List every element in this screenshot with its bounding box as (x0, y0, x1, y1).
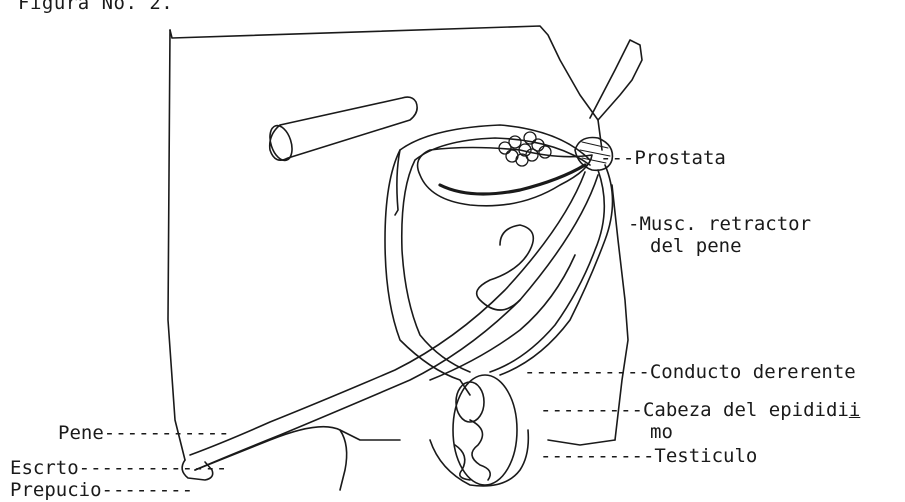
label-testiculo: ----------Testiculo (540, 446, 757, 466)
epididymis-head (456, 382, 484, 422)
label-pene: Pene----------- (58, 423, 230, 443)
label-cabeza-epididimo-2: mo (650, 422, 673, 442)
retractor-muscle (500, 165, 613, 375)
bladder (418, 148, 592, 206)
label-cabeza-epididimo-1: ---------Cabeza del epididii (540, 400, 860, 420)
label-prepucio: Prepucio-------- (10, 480, 193, 500)
penis-shaft (195, 175, 598, 470)
cabeza-underlined: i (849, 399, 860, 421)
label-conducto-dererente: -----------Conducto dererente (524, 362, 856, 382)
label-musc-retractor-1: -Musc. retractor (628, 214, 811, 234)
ductus-deferens (385, 125, 590, 395)
label-prostata: ---Prostata (600, 148, 726, 168)
label-musc-retractor-2: del pene (650, 236, 742, 256)
scrotum (430, 430, 528, 486)
cabeza-prefix: ---------Cabeza del epididi (540, 399, 849, 421)
label-escrto: Escrto------------- (10, 458, 227, 478)
